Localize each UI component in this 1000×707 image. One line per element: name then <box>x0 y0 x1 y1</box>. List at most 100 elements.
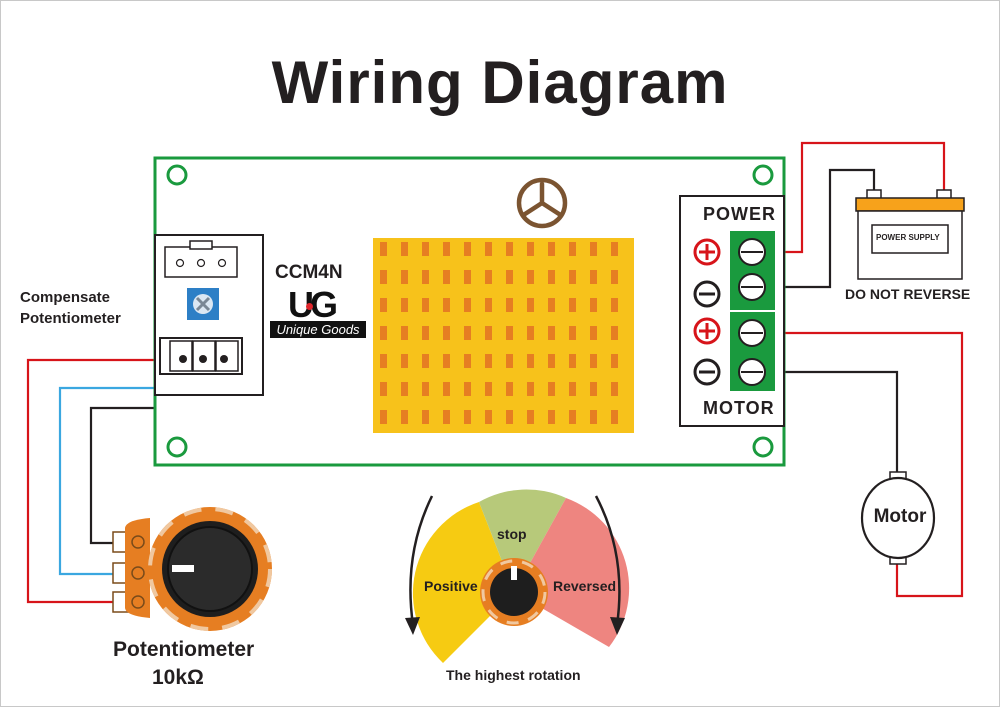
heatsink-slot <box>380 354 387 368</box>
heatsink-slot <box>380 410 387 424</box>
board-model-label: CCM4N <box>275 262 343 283</box>
heatsink-slot <box>443 242 450 256</box>
heatsink-slot <box>380 326 387 340</box>
heatsink-slot <box>548 242 555 256</box>
battery-power-supply-icon <box>855 189 965 280</box>
heatsink-slot <box>569 298 576 312</box>
brand-logo-dot-icon <box>306 303 313 310</box>
heatsink-slot <box>401 326 408 340</box>
plus-symbol-icon <box>693 238 721 266</box>
heatsink-slot <box>401 410 408 424</box>
heatsink-slot <box>422 270 429 284</box>
heatsink-slot <box>380 298 387 312</box>
heatsink-slot <box>611 298 618 312</box>
heatsink <box>373 238 634 433</box>
potentiometer-value: 10kΩ <box>152 666 204 689</box>
wire-power-positive <box>775 141 946 254</box>
heatsink-slot <box>569 326 576 340</box>
dial-stop-sector <box>479 489 566 592</box>
heatsink-slot <box>590 382 597 396</box>
heatsink-slot <box>611 382 618 396</box>
compensate-label-line2: Potentiometer <box>20 310 121 327</box>
heatsink-slot <box>506 326 513 340</box>
dial-stop-label: stop <box>497 526 527 542</box>
dial-positive-sector <box>412 502 514 663</box>
heatsink-slot <box>569 410 576 424</box>
heatsink-slot <box>548 382 555 396</box>
plus-symbol-icon <box>693 317 721 345</box>
heatsink-slot <box>443 326 450 340</box>
heatsink-slot <box>443 410 450 424</box>
heatsink-slot <box>422 382 429 396</box>
heatsink-slot <box>464 270 471 284</box>
power-supply-label: POWER SUPPLY <box>876 233 940 242</box>
heatsink-slot <box>527 270 534 284</box>
rotation-arrow-left-icon <box>409 495 434 626</box>
heatsink-slot <box>548 270 555 284</box>
heatsink-slot <box>464 326 471 340</box>
motor-label: Motor <box>873 506 927 527</box>
heatsink-slot <box>590 298 597 312</box>
heatsink-slot <box>527 326 534 340</box>
heatsink-slot <box>485 242 492 256</box>
motor-icon <box>860 471 936 565</box>
heatsink-slot <box>443 270 450 284</box>
heatsink-slot <box>548 410 555 424</box>
heatsink-slot <box>401 298 408 312</box>
heatsink-slot <box>464 242 471 256</box>
heatsink-slot <box>464 298 471 312</box>
heatsink-slot <box>485 298 492 312</box>
rotation-arrow-right-icon <box>594 495 621 626</box>
heatsink-slot <box>611 270 618 284</box>
mount-hole-icon <box>752 436 774 458</box>
heatsink-slot <box>464 410 471 424</box>
dial-positive-label: Positive <box>424 578 478 594</box>
heatsink-slot <box>506 354 513 368</box>
heatsink-slot <box>527 242 534 256</box>
heatsink-slot <box>443 298 450 312</box>
heatsink-slot <box>506 242 513 256</box>
heatsink-slot <box>527 382 534 396</box>
wire-motor-negative <box>775 370 899 474</box>
rotation-dial <box>405 489 630 663</box>
heatsink-slot <box>422 326 429 340</box>
wire-motor-positive <box>775 331 964 598</box>
brand-logo: UG <box>288 284 338 326</box>
mount-hole-icon <box>166 436 188 458</box>
heatsink-slot <box>443 354 450 368</box>
heatsink-slot <box>611 410 618 424</box>
terminal-screw-icon <box>738 238 766 266</box>
heatsink-slot <box>380 270 387 284</box>
heatsink-slot <box>527 410 534 424</box>
heatsink-slot <box>590 270 597 284</box>
heatsink-slot <box>485 270 492 284</box>
heatsink-slot <box>569 270 576 284</box>
heatsink-slot <box>590 410 597 424</box>
heatsink-slot <box>548 354 555 368</box>
heatsink-slot <box>569 242 576 256</box>
power-label: POWER <box>703 204 777 224</box>
heatsink-slot <box>569 354 576 368</box>
heatsink-slot <box>506 270 513 284</box>
heatsink-slot <box>485 354 492 368</box>
diagram-title: Wiring Diagram <box>271 49 729 116</box>
heatsink-slot <box>527 298 534 312</box>
minus-symbol-icon <box>693 280 721 308</box>
minus-symbol-icon <box>693 358 721 386</box>
heatsink-slot <box>611 354 618 368</box>
terminal-screw-icon <box>738 358 766 386</box>
dial-reversed-label: Reversed <box>553 578 617 594</box>
heatsink-slot <box>569 382 576 396</box>
mount-hole-icon <box>752 164 774 186</box>
potentiometer-label: Potentiometer <box>113 638 255 661</box>
heatsink-slot <box>401 354 408 368</box>
heatsink-slot <box>422 410 429 424</box>
wire-power-negative <box>775 168 876 289</box>
heatsink-slot <box>401 242 408 256</box>
heatsink-slot <box>506 382 513 396</box>
heatsink-slot <box>548 298 555 312</box>
heatsink-slot <box>380 242 387 256</box>
heatsink-slot <box>401 382 408 396</box>
heatsink-slot <box>506 298 513 312</box>
